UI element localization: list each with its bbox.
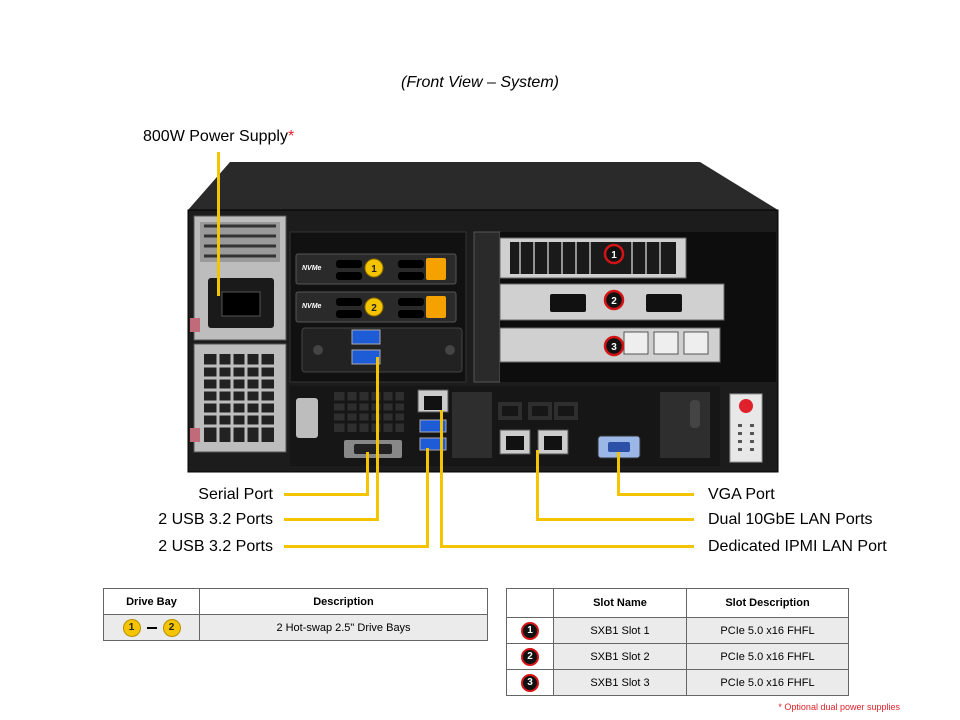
drive-1-nvme-text: NVMe [302, 265, 322, 272]
drive-1-badge: 1 [371, 264, 377, 275]
rear-usb-bottom-icon [419, 437, 447, 451]
displayport-2-icon [646, 294, 682, 312]
drive-badge-2: 2 [162, 618, 181, 637]
front-usb-bottom-icon [351, 349, 381, 365]
drive-bay-2: NVMe 2 [295, 291, 457, 323]
ipmi-leader-v [440, 410, 443, 547]
slot-3-badge: 3 [611, 342, 617, 353]
power-supply-label: 800W Power Supply [143, 128, 288, 145]
lan-leader-v [536, 450, 539, 521]
slot-row-3-badge: 3 [521, 673, 539, 692]
lan-leader-h [536, 518, 694, 521]
drive-description-header: Description [199, 588, 488, 615]
rear-usb-top-icon [419, 419, 447, 433]
vga-leader-v [617, 452, 620, 495]
serial-port-leader-h [284, 493, 369, 496]
slot-table-row: 1 SXB1 Slot 1 PCIe 5.0 x16 FHFL [506, 617, 849, 644]
drive-description-cell: 2 Hot-swap 2.5" Drive Bays [199, 614, 488, 641]
slot-row-2-desc: PCIe 5.0 x16 FHFL [686, 643, 849, 670]
rear-usb-leader-v [426, 448, 429, 547]
power-button-icon [739, 399, 753, 413]
power-supply-module [190, 215, 287, 453]
callout-rear-usb: 2 USB 3.2 Ports [158, 538, 273, 555]
front-usb-leader-v [376, 357, 379, 521]
slot-table-header: Slot Name Slot Description [506, 588, 849, 618]
callout-vga-port: VGA Port [708, 486, 775, 503]
slot-row-3-name: SXB1 Slot 3 [553, 669, 687, 696]
slot-row-2-badge: 2 [521, 647, 539, 666]
drive-2-nvme-text: NVMe [302, 303, 322, 310]
callout-front-usb: 2 USB 3.2 Ports [158, 511, 273, 528]
drive-bay-table-header: Drive Bay Description [103, 588, 488, 615]
slot-row-1-name: SXB1 Slot 1 [553, 617, 687, 644]
slot-table-row: 3 SXB1 Slot 3 PCIe 5.0 x16 FHFL [506, 669, 849, 696]
drive-2-badge: 2 [371, 303, 377, 314]
power-supply-callout: 800W Power Supply* [143, 128, 294, 146]
pcie-slot-area: 1 2 3 [473, 231, 776, 383]
slot-row-2-name: SXB1 Slot 2 [553, 643, 687, 670]
pcie-card-3: 3 [499, 327, 721, 363]
drive-bay-1: NVMe 1 [295, 253, 457, 285]
slot-row-3-desc: PCIe 5.0 x16 FHFL [686, 669, 849, 696]
io-panel [290, 386, 763, 466]
drive-badge-dash [146, 626, 157, 629]
slot-number-header [506, 588, 554, 618]
slot-table-row: 2 SXB1 Slot 2 PCIe 5.0 x16 FHFL [506, 643, 849, 670]
callout-ipmi-port: Dedicated IPMI LAN Port [708, 538, 887, 555]
slot-table: Slot Name Slot Description 1 SXB1 Slot 1… [506, 588, 849, 696]
pcie-card-2: 2 [499, 283, 725, 321]
callout-lan-ports: Dual 10GbE LAN Ports [708, 511, 873, 528]
power-supply-leader [217, 152, 220, 296]
footnote: * Optional dual power supplies [778, 702, 900, 712]
front-usb-leader-h [284, 518, 379, 521]
displayport-1-icon [550, 294, 586, 312]
pcie-card-1: 1 [499, 237, 687, 279]
slot-2-badge: 2 [611, 296, 617, 307]
slot-row-1-desc: PCIe 5.0 x16 FHFL [686, 617, 849, 644]
chassis-top [188, 162, 778, 210]
vga-leader-h [617, 493, 694, 496]
slot-row-badge-cell: 3 [506, 669, 554, 696]
front-usb-top-icon [351, 329, 381, 345]
callout-serial-port: Serial Port [198, 486, 273, 503]
slot-row-badge-cell: 1 [506, 617, 554, 644]
slot-row-1-badge: 1 [521, 621, 539, 640]
serial-port-leader-v [366, 452, 369, 495]
slot-description-header: Slot Description [686, 588, 849, 618]
slot-name-header: Slot Name [553, 588, 687, 618]
view-title: (Front View – System) [401, 74, 559, 91]
power-supply-asterisk: * [287, 128, 295, 145]
slot-row-badge-cell: 2 [506, 643, 554, 670]
rear-usb-leader-h [284, 545, 429, 548]
drive-badge-1: 1 [122, 618, 141, 637]
ipmi-leader-h [440, 545, 694, 548]
drive-bay-header: Drive Bay [103, 588, 200, 615]
slot-1-badge: 1 [611, 250, 617, 261]
